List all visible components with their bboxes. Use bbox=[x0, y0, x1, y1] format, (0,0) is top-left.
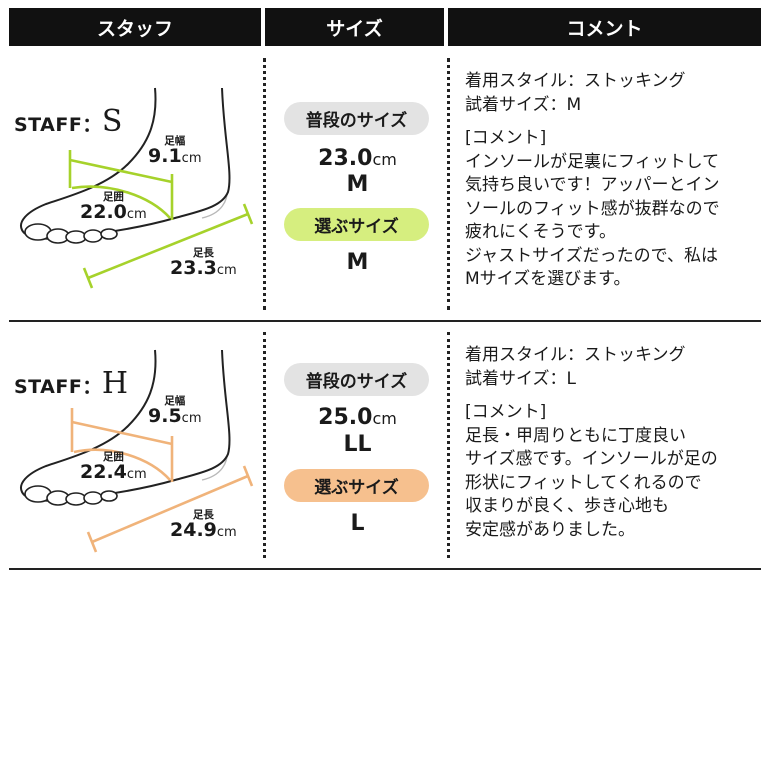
usual-size-letter: M bbox=[346, 172, 369, 197]
unit: cm bbox=[372, 150, 397, 169]
unit: cm bbox=[372, 409, 397, 428]
unit: cm bbox=[181, 151, 202, 167]
comment-line: 着用スタイル：ストッキング bbox=[465, 345, 686, 365]
comment-line: 形状にフィットしてくれるので bbox=[465, 472, 702, 493]
comment-block: 着用スタイル：ストッキング 試着サイズ：L [コメント] 足長・甲周りともに丁度… bbox=[465, 344, 765, 542]
unit: cm bbox=[216, 263, 237, 279]
foot-length: 足長 23.3cm bbox=[170, 247, 237, 280]
foot-width-label: 足幅 bbox=[164, 135, 186, 147]
foot-diagram bbox=[20, 87, 254, 289]
unit: cm bbox=[126, 467, 147, 483]
foot-length: 足長 24.9cm bbox=[170, 509, 237, 542]
unit: cm bbox=[181, 411, 202, 427]
usual-size-cm-value: 25.0 bbox=[318, 405, 373, 430]
header-comment: コメント bbox=[448, 8, 761, 46]
staff-letter: S bbox=[101, 104, 123, 139]
staff-label: STAFF：H bbox=[14, 366, 129, 401]
foot-girth-value: 22.4 bbox=[80, 461, 127, 484]
staff-letter: H bbox=[101, 366, 129, 401]
foot-width-value: 9.1 bbox=[148, 145, 182, 168]
foot-girth: 足囲 22.4cm bbox=[80, 451, 147, 484]
comment-line: サイズ感です。インソールが足の bbox=[465, 449, 718, 469]
comment-line: ソールのフィット感が抜群なので bbox=[465, 198, 720, 219]
foot-girth-label: 足囲 bbox=[102, 191, 124, 203]
comment-line: 試着サイズ：L bbox=[465, 368, 576, 389]
column-separator bbox=[263, 58, 266, 310]
staff-prefix: STAFF： bbox=[14, 114, 102, 136]
unit: cm bbox=[126, 207, 147, 223]
comment-line: 収まりが良く、歩き心地も bbox=[465, 496, 669, 516]
comment-line: 疲れにくそうです。 bbox=[465, 222, 616, 242]
header-staff: スタッフ bbox=[9, 8, 261, 46]
row-divider bbox=[9, 568, 761, 570]
measure-lines bbox=[70, 408, 254, 553]
staff-prefix: STAFF： bbox=[14, 376, 102, 398]
usual-size-cm: 25.0cm bbox=[265, 405, 450, 430]
foot-girth: 足囲 22.0cm bbox=[80, 191, 147, 224]
column-separator bbox=[263, 332, 266, 558]
comment-line: 安定感がありました。 bbox=[465, 519, 635, 540]
header-size: サイズ bbox=[265, 8, 444, 46]
column-separator bbox=[447, 58, 450, 310]
measure-lines bbox=[68, 150, 254, 289]
foot-length-value: 24.9 bbox=[170, 519, 217, 542]
unit: cm bbox=[216, 525, 237, 541]
usual-size-pill: 普段のサイズ bbox=[284, 102, 429, 135]
chosen-size-pill: 選ぶサイズ bbox=[284, 469, 429, 502]
comment-line: ジャストサイズだったので、私は bbox=[465, 245, 718, 266]
usual-size-cm: 23.0cm bbox=[265, 146, 450, 171]
comment-line: 着用スタイル：ストッキング bbox=[465, 71, 686, 91]
foot-length-label: 足長 bbox=[192, 247, 214, 259]
foot-width-value: 9.5 bbox=[148, 405, 182, 428]
comment-line: 気持ち良いです！アッパーとイン bbox=[465, 175, 720, 195]
foot-girth-value: 22.0 bbox=[80, 201, 127, 224]
comment-line: インソールが足裏にフィットして bbox=[465, 151, 720, 172]
usual-size-cm-value: 23.0 bbox=[318, 146, 373, 171]
comment-line: Mサイズを選びます。 bbox=[465, 269, 631, 289]
foot-girth-label: 足囲 bbox=[102, 451, 124, 463]
row-divider bbox=[9, 320, 761, 322]
chosen-size-letter: M bbox=[346, 250, 369, 275]
chosen-size-pill: 選ぶサイズ bbox=[284, 208, 429, 241]
foot-width-label: 足幅 bbox=[164, 395, 186, 407]
usual-size-letter: LL bbox=[343, 432, 372, 457]
foot-diagram bbox=[20, 349, 254, 553]
foot-width: 足幅 9.1cm bbox=[148, 135, 202, 168]
usual-size-pill: 普段のサイズ bbox=[284, 363, 429, 396]
comment-line: 足長・甲周りともに丁度良い bbox=[465, 425, 686, 446]
chosen-size-letter: L bbox=[350, 511, 365, 536]
comment-line: 試着サイズ：M bbox=[465, 94, 582, 115]
column-separator bbox=[447, 332, 450, 558]
foot-length-label: 足長 bbox=[192, 509, 214, 521]
foot-length-value: 23.3 bbox=[170, 257, 217, 280]
comment-line: [コメント] bbox=[465, 402, 547, 422]
foot-width: 足幅 9.5cm bbox=[148, 395, 202, 428]
comment-line: [コメント] bbox=[465, 128, 547, 148]
comment-block: 着用スタイル：ストッキング 試着サイズ：M [コメント] インソールが足裏にフィ… bbox=[465, 70, 765, 292]
staff-label: STAFF：S bbox=[14, 104, 123, 139]
